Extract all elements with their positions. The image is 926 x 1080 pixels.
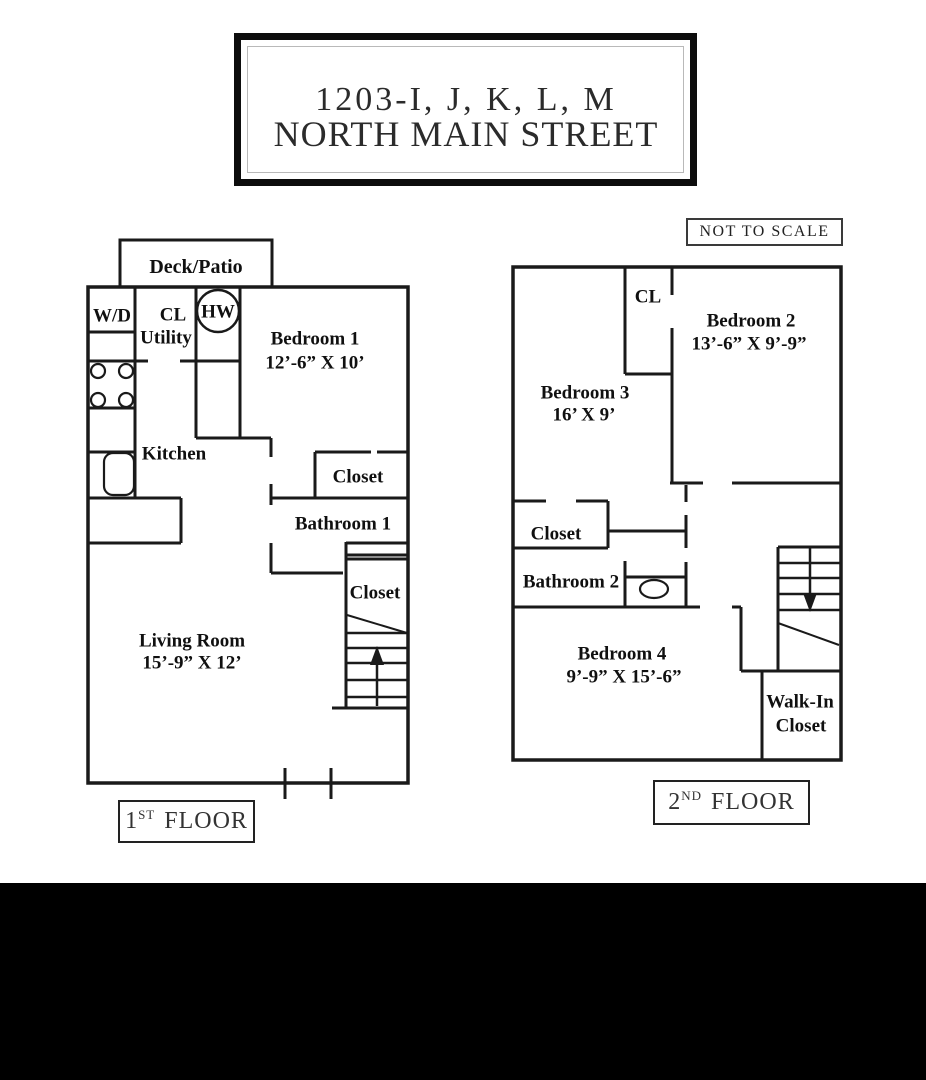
stairs-up-arrow-head [370,646,384,665]
bathroom2-sink [638,578,670,600]
first-floor-label-ordinal: ST [138,806,156,822]
not-to-scale-text: NOT TO SCALE [699,223,830,240]
room-label-walkin-closet-line1: Walk-In [766,691,834,713]
second-floor-interior-walls [513,267,841,760]
stair-diagonal [346,614,408,634]
deck-patio-walls [118,238,274,287]
water-heater-circle [195,288,241,334]
room-label-bedroom3: Bedroom 3 [540,382,630,404]
title-address-line2: NORTH MAIN STREET [273,114,659,154]
second-floor-label-word: FLOOR [711,789,795,815]
stove-burner [89,362,107,380]
room-label-washer-dryer: W/D [93,305,131,327]
title-box-inner-border [247,46,684,173]
room-label-hw: HW [201,301,235,323]
second-floor-stairs [777,548,841,646]
room-dims-bedroom1: 12’-6” X 10’ [265,352,365,374]
stair-diagonal [777,622,840,646]
room-dims-bedroom3: 16’ X 9’ [552,404,616,426]
room-label-bathroom2: Bathroom 2 [522,571,620,593]
title-address-line1: 1203-I, J, K, L, M [315,81,617,118]
room-label-deck-patio: Deck/Patio [149,256,243,278]
room-label-bathroom1: Bathroom 1 [294,513,392,535]
kitchen-sink [102,451,136,497]
room-dims-bedroom4: 9’-9” X 15’-6” [566,666,682,688]
first-floor-outer-walls [86,285,410,785]
room-label-cl-2f: CL [634,286,662,308]
title-box [234,33,697,186]
stove-burner [89,391,107,409]
room-dims-bedroom2: 13’-6” X 9’-9” [691,333,807,355]
second-floor-outer-walls [511,265,843,762]
room-label-stair-closet: Closet [349,582,401,604]
room-label-kitchen: Kitchen [141,443,207,465]
stove-burner [117,362,135,380]
room-label-bedroom1: Bedroom 1 [270,328,360,350]
room-label-bedroom4: Bedroom 4 [577,643,667,665]
first-floor-stairs [332,614,408,710]
second-floor-label-ordinal: ND [681,787,703,803]
room-label-bedroom2: Bedroom 2 [706,310,796,332]
room-label-living-room: Living Room [138,630,246,652]
room-label-bedroom1-closet: Closet [332,466,384,488]
room-label-utility: Utility [140,327,192,349]
stairs-down-arrow-head [803,593,817,612]
entry-door-marks [283,768,333,799]
first-floor-label-number: 1 [125,808,139,834]
room-label-cl: CL [159,304,187,326]
first-floor-plan [86,238,410,799]
first-floor-fixtures [89,288,241,497]
bottom-black-band [0,883,926,1080]
second-floor-label-number: 2 [668,789,682,815]
stove-burner [117,391,135,409]
second-floor-plan [511,265,843,762]
room-dims-living-room: 15’-9” X 12’ [142,652,242,674]
room-label-walkin-closet-line2: Closet [775,715,827,737]
room-label-closet-2f: Closet [530,523,582,545]
not-to-scale-box: NOT TO SCALE [686,218,843,246]
first-floor-interior-walls [88,287,408,708]
first-floor-label-word: FLOOR [164,808,248,834]
